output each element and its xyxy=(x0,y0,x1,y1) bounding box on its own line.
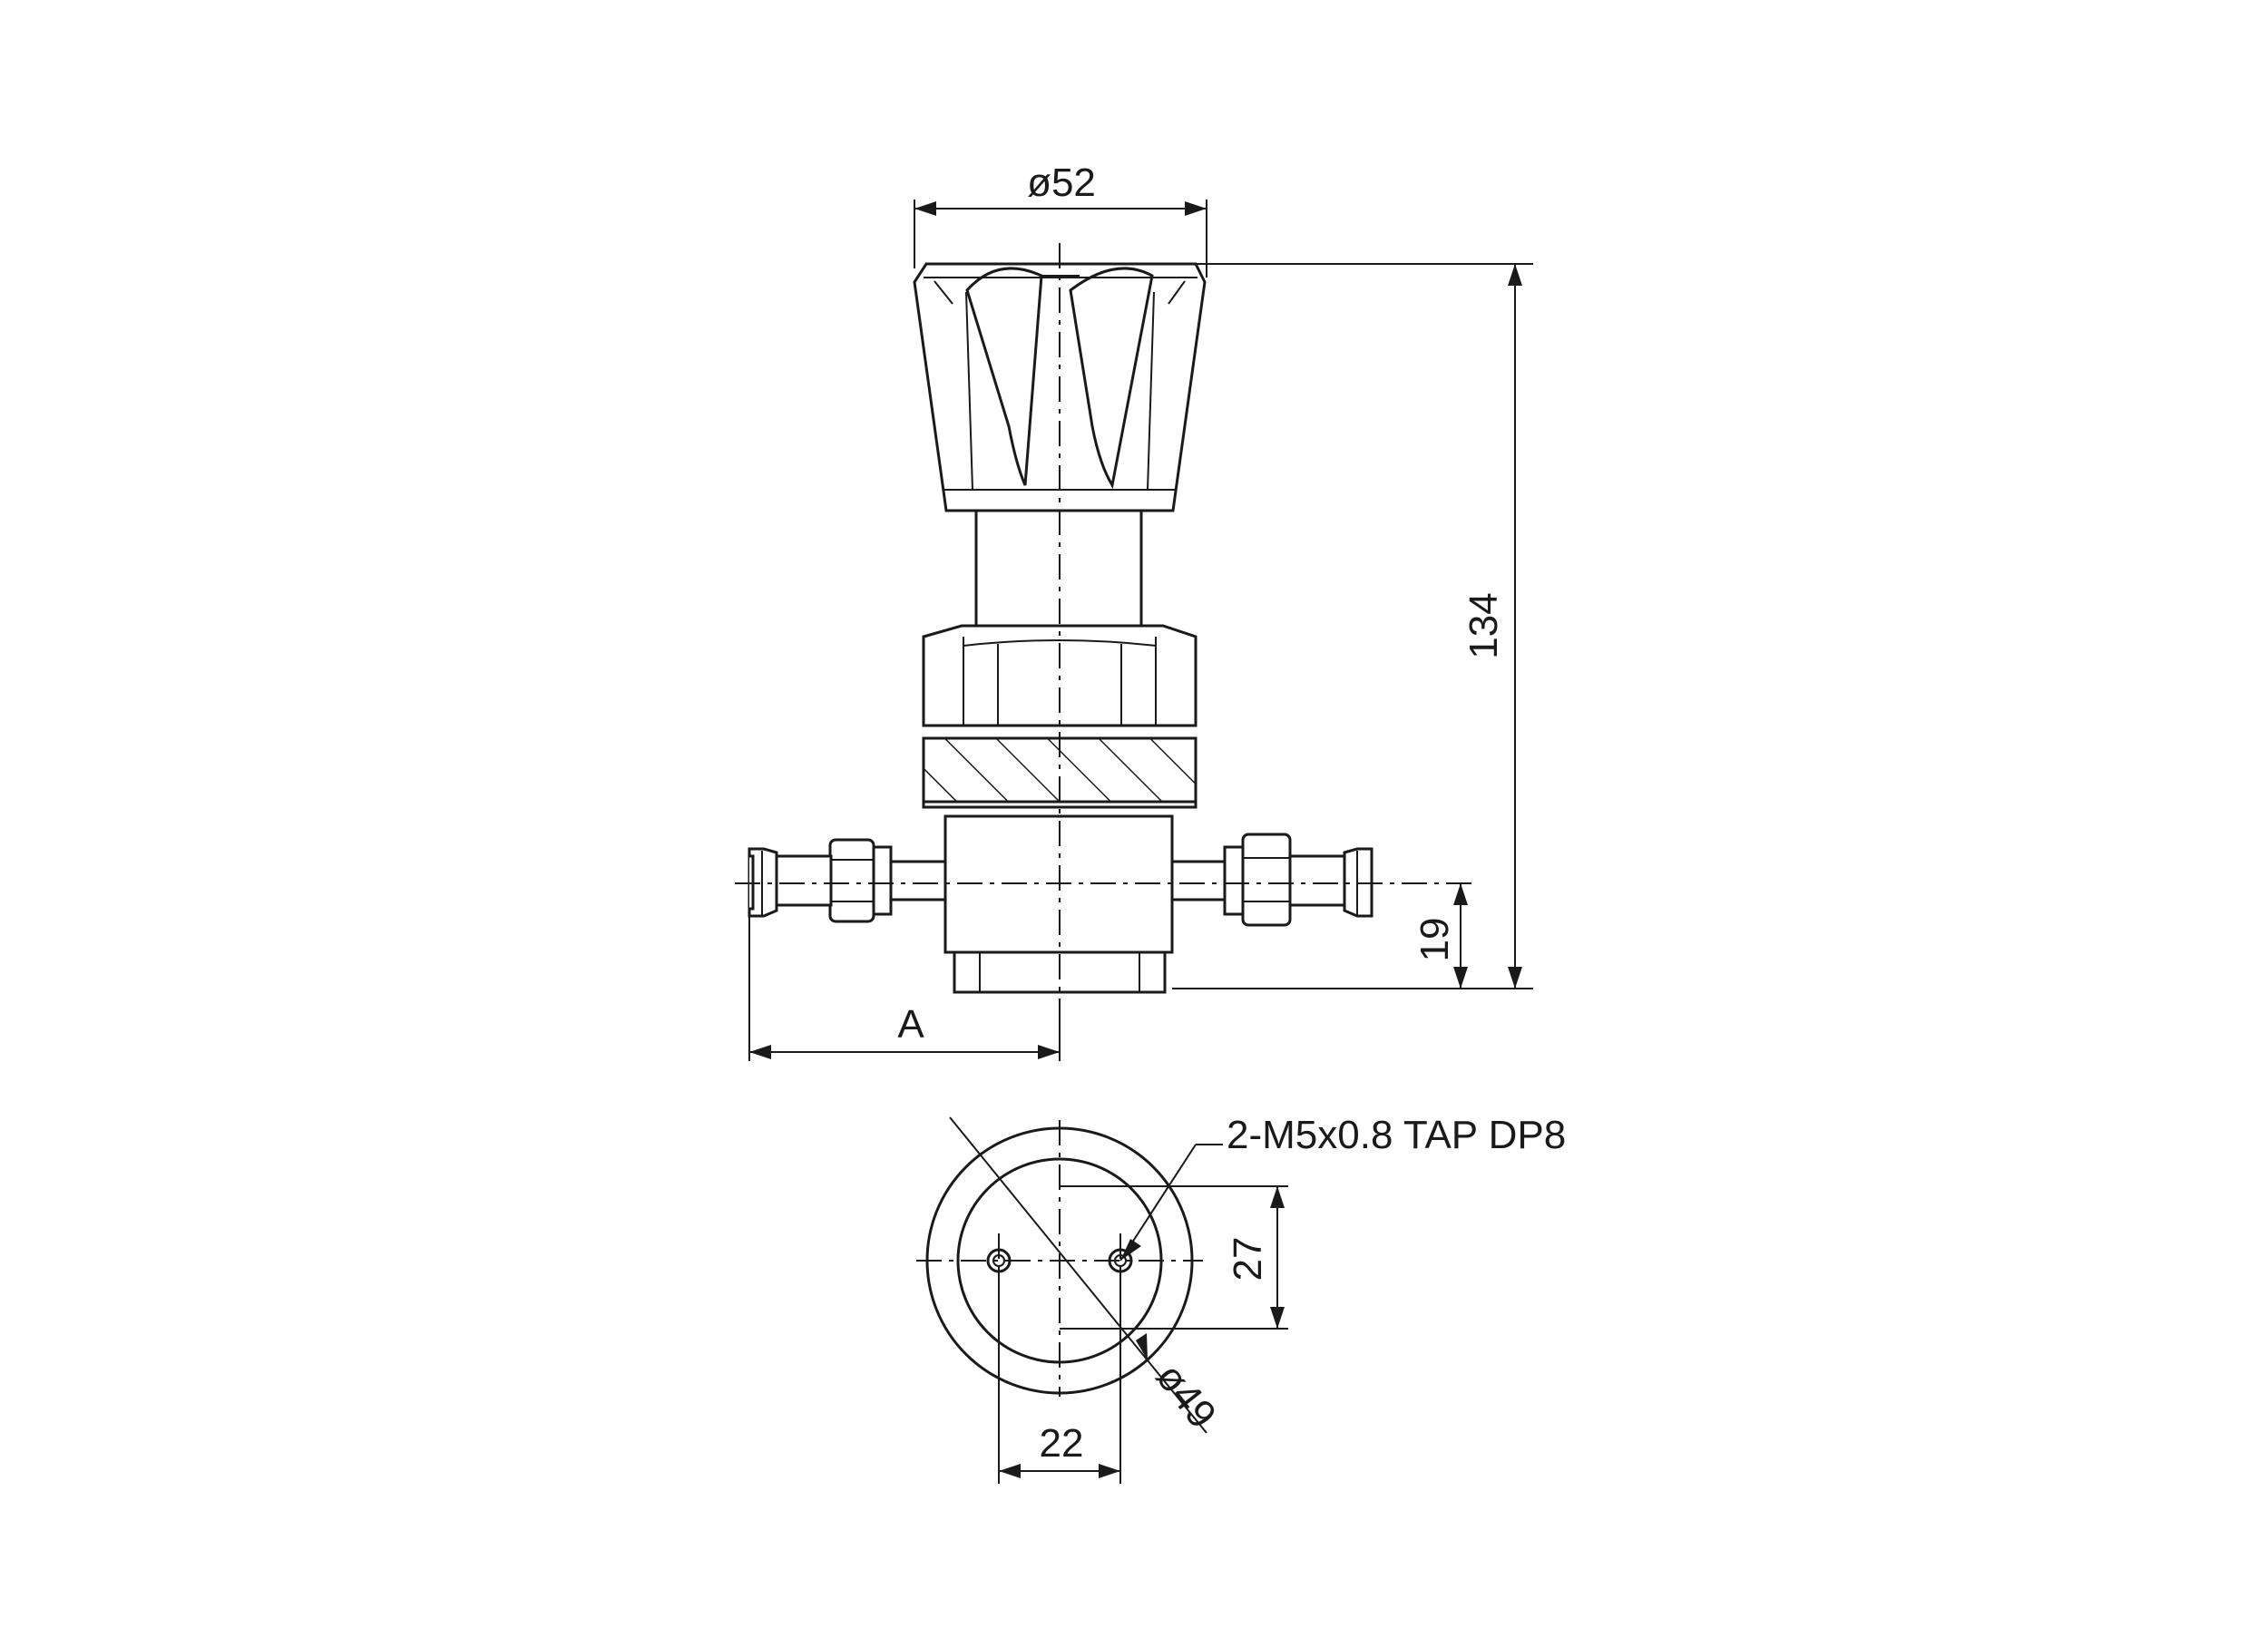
bottom-view xyxy=(916,1120,1203,1397)
inlet-port-fitting xyxy=(748,838,947,923)
dimension-hole-spacing-horizontal: 22 xyxy=(998,1272,1121,1484)
side-view xyxy=(735,243,1479,1061)
dimension-port-offset: A xyxy=(748,916,1061,1061)
base-diameter-label: ø49 xyxy=(1148,1355,1225,1437)
hole-spacing-vertical-label: 27 xyxy=(1226,1237,1270,1281)
dimension-port-height: 19 xyxy=(1413,883,1468,989)
dimension-hole-spacing-vertical: 27 xyxy=(1060,1185,1288,1330)
tap-callout-label: 2-M5x0.8 TAP DP8 xyxy=(1227,1113,1566,1157)
dimension-overall-height: 134 xyxy=(1172,263,1533,989)
port-height-label: 19 xyxy=(1413,918,1457,962)
outlet-port-fitting xyxy=(1170,833,1374,927)
dimension-knob-diameter: ø52 xyxy=(914,161,1207,278)
dimension-base-diameter: ø49 xyxy=(949,1116,1225,1437)
knob-diameter-label: ø52 xyxy=(1027,161,1096,205)
port-offset-label: A xyxy=(897,1002,924,1047)
hole-spacing-horizontal-label: 22 xyxy=(1040,1421,1084,1466)
overall-height-label: 134 xyxy=(1461,592,1506,658)
tap-callout: 2-M5x0.8 TAP DP8 xyxy=(1119,1113,1566,1262)
